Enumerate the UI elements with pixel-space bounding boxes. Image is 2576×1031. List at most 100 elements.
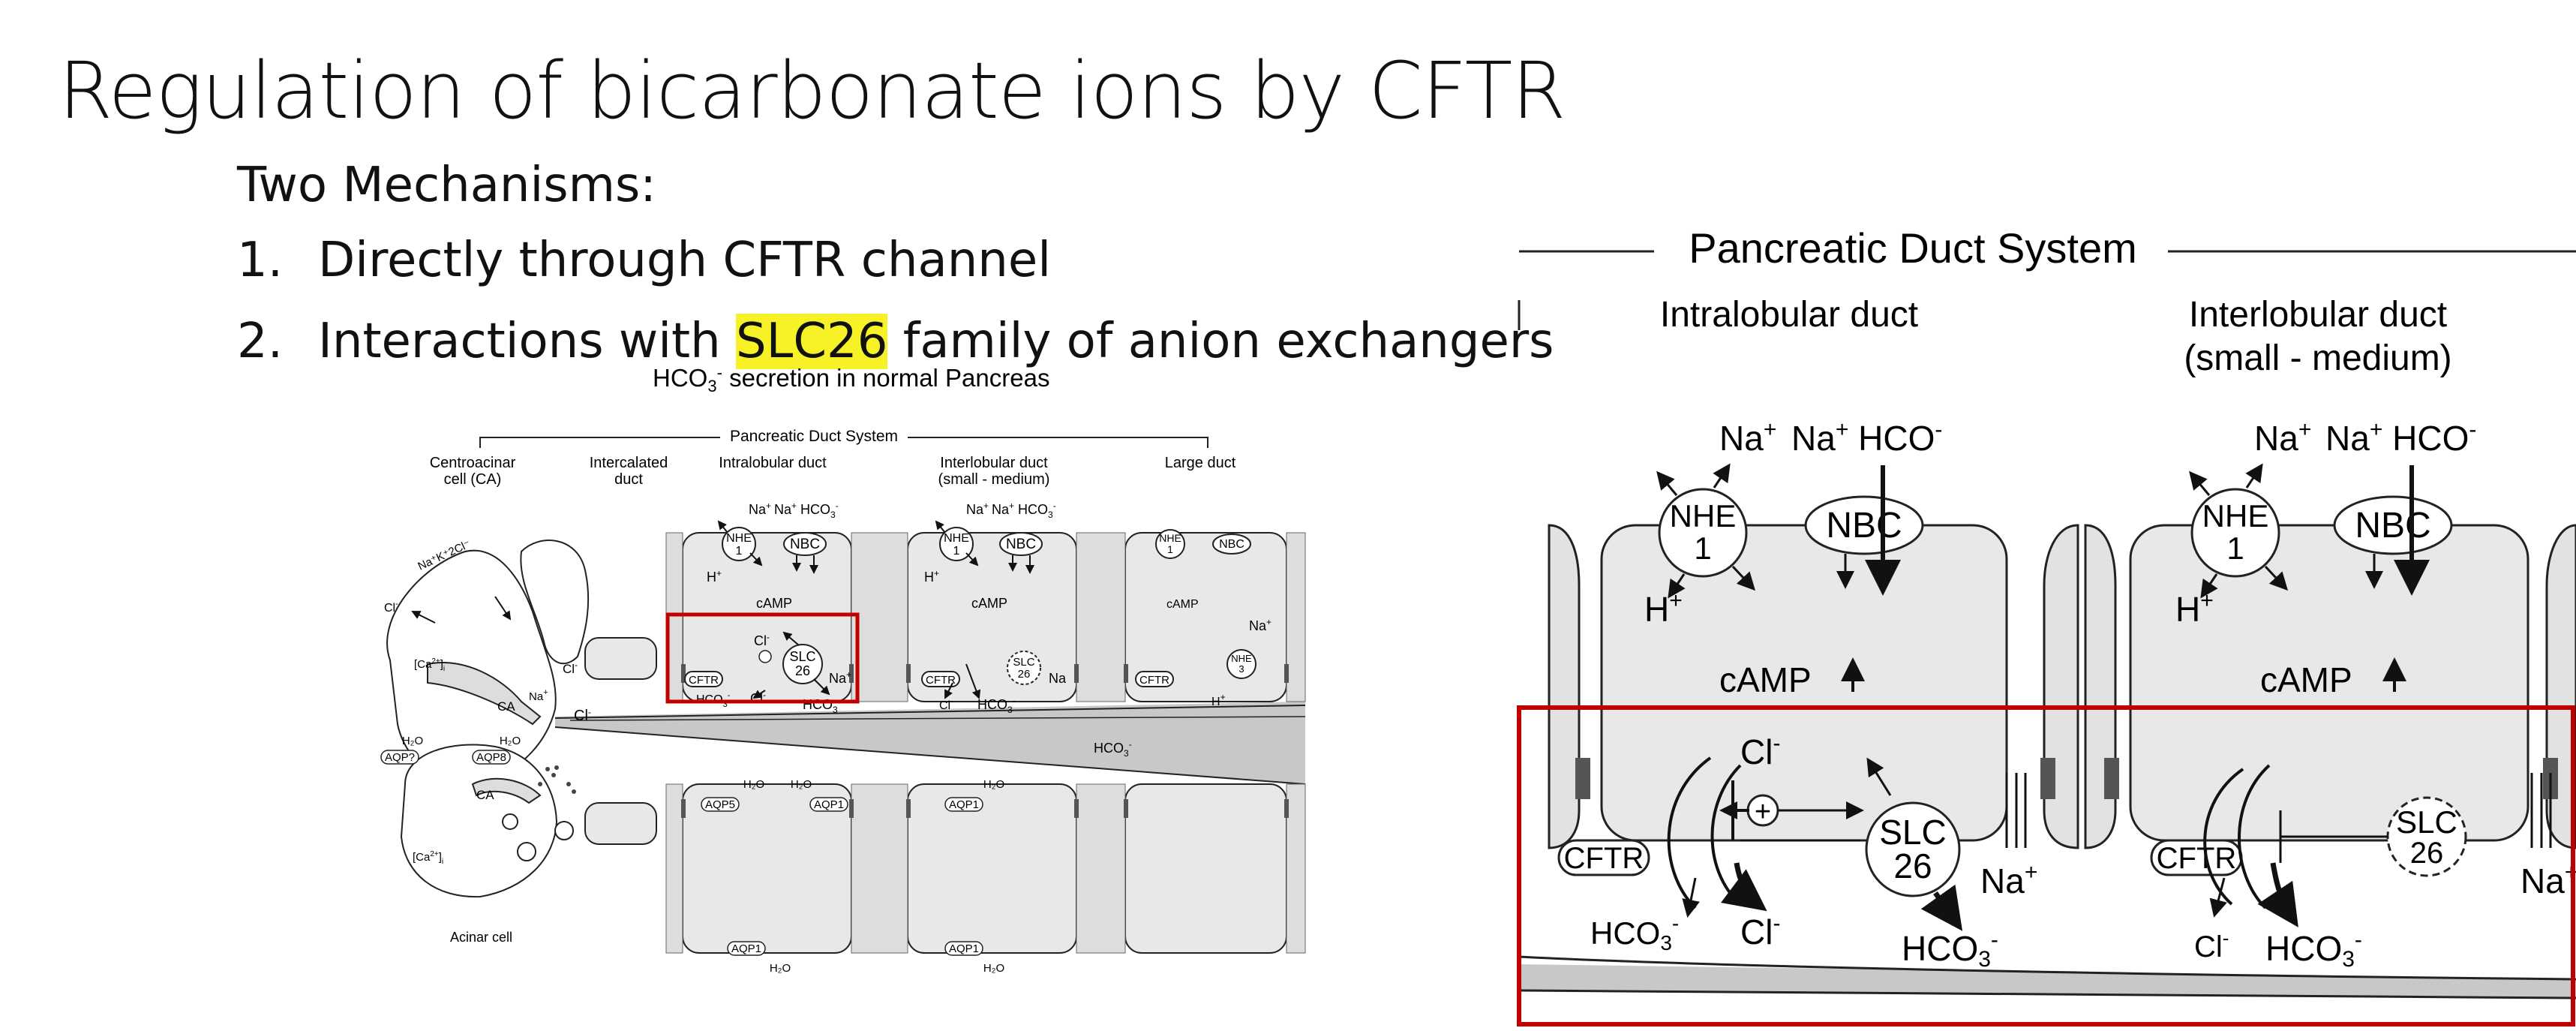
large-cl-2: Cl- — [1740, 911, 1780, 951]
small-h-3: H+ — [1211, 692, 1226, 708]
col-large-duct: Large duct — [1165, 455, 1236, 471]
small-diagram: HCO3- secretion in normal Pancreas Pancr… — [380, 364, 1306, 975]
large-zoom-box — [1517, 705, 2575, 1026]
small-na-2: Na+ — [966, 500, 989, 517]
small-h2o-7: H₂O — [983, 962, 1004, 975]
col-intralobular: Intralobular duct — [719, 455, 827, 471]
col-centroacinar: Centroacinar — [430, 455, 516, 471]
small-aqp1-a: AQP1 — [814, 798, 844, 811]
small-h2o-5: H₂O — [983, 778, 1004, 791]
large-plus-icon: + — [1755, 796, 1771, 828]
large-camp-1: cAMP — [1719, 660, 1812, 699]
small-aqp1-c: AQP1 — [731, 942, 761, 955]
small-na-1: Na+ — [749, 500, 771, 517]
large-cl-3: Cl- — [2194, 927, 2229, 963]
small-nhe-1: NHE — [726, 532, 752, 545]
small-nhe-2-num: 1 — [953, 545, 960, 558]
large-slc-2: SLC — [2396, 804, 2457, 840]
small-caption: HCO3- secretion in normal Pancreas — [653, 364, 1049, 395]
small-na-6: Na+ — [529, 688, 548, 703]
small-ca-label-1: CA — [497, 699, 515, 714]
large-cell-2 — [2129, 524, 2529, 842]
large-nbc-2: NBC — [2355, 506, 2430, 546]
small-h2o-4: H₂O — [791, 778, 812, 791]
large-na-3: Na+ — [1980, 860, 2037, 900]
large-slc-1-num: 26 — [1893, 846, 1932, 885]
small-h2o-1: H₂O — [402, 735, 423, 747]
large-nhe-2: NHE — [2202, 498, 2269, 534]
small-ca-1: [Ca2+]i — [414, 657, 445, 673]
small-cl-3: Cl- — [939, 697, 953, 712]
large-hco3-3: HCO3- — [2265, 927, 2362, 972]
large-na-hco3-2: Na+ HCO- — [2325, 417, 2476, 458]
small-nhe-3: NHE — [1159, 532, 1181, 544]
large-slc-2-num: 26 — [2410, 837, 2444, 870]
small-nbc-1: NBC — [790, 537, 820, 552]
small-h2o-3: H₂O — [743, 778, 764, 791]
small-cftr-1: CFTR — [689, 674, 719, 687]
large-camp-2: cAMP — [2260, 660, 2352, 699]
list-text-post: family of anion exchangers — [887, 314, 1554, 369]
large-h-2: H+ — [2175, 588, 2214, 629]
small-camp-3: cAMP — [1166, 598, 1199, 611]
small-hco3-d: HCO3- — [1094, 739, 1132, 759]
small-cl-1: Cl- — [754, 632, 770, 648]
large-nhe-1-num: 1 — [1694, 531, 1711, 566]
small-camp-2: cAMP — [971, 596, 1007, 611]
small-nbc-2: NBC — [1006, 537, 1036, 552]
large-na-4: Na+ — [2520, 860, 2576, 900]
large-cftr-1: CFTR — [1564, 842, 1644, 875]
small-cftr-2: CFTR — [926, 674, 956, 687]
large-nhe-1: NHE — [1670, 498, 1737, 534]
small-nbc-3: NBC — [1219, 538, 1244, 551]
subtitle: Two Mechanisms: — [237, 158, 656, 213]
large-cl-1: Cl- — [1740, 731, 1780, 771]
small-acinar-label: Acinar cell — [450, 930, 512, 945]
large-na-hco3-1: Na+ HCO- — [1791, 417, 1942, 458]
small-ca-2: [Ca2+]i — [413, 850, 443, 866]
large-col-intralobular: Intralobular duct — [1660, 295, 1918, 335]
col-interlobular: Interlobular duct — [940, 455, 1048, 471]
slide-title: Regulation of bicarbonate ions by CFTR — [59, 45, 1566, 137]
small-slc-1-num: 26 — [795, 663, 810, 678]
small-slc-2: SLC — [1013, 656, 1034, 669]
small-h2o-2: H₂O — [500, 735, 521, 747]
large-slc-1: SLC — [1879, 813, 1946, 852]
small-nhe-1-num: 1 — [736, 545, 743, 558]
small-cl-5: Cl- — [574, 707, 591, 724]
small-aqp1-d: AQP1 — [949, 942, 979, 955]
small-zoom-box — [665, 612, 860, 704]
small-aqp5: AQP5 — [705, 798, 735, 811]
large-diagram: Pancreatic Duct System Intralobular duct… — [1517, 225, 2576, 1026]
highlight-slc26: SLC26 — [736, 314, 888, 369]
small-cl-6: Cl- — [384, 600, 398, 615]
large-system-title: Pancreatic Duct System — [1689, 225, 2137, 272]
small-cftr-3: CFTR — [1139, 674, 1169, 687]
small-na-3: Na+ — [1249, 617, 1271, 633]
list-item-2: 2. Interactions with SLC26 family of anio… — [237, 314, 1554, 369]
col-intercalated-2: duct — [614, 471, 643, 488]
list-number: 2. — [237, 314, 284, 369]
small-ca-label-2: CA — [476, 788, 494, 802]
small-h2o-6: H₂O — [770, 962, 791, 975]
small-na-hco3-1: Na+ HCO3- — [774, 500, 839, 520]
large-hco3-1: HCO3- — [1590, 912, 1679, 954]
small-slc-1: SLC — [789, 649, 815, 664]
small-aqp1-b: AQP1 — [949, 798, 979, 811]
small-aqp8: AQP8 — [476, 751, 506, 764]
list-text-pre: Interactions with — [318, 314, 737, 369]
large-na-1: Na+ — [1719, 417, 1776, 458]
small-na-hco3-2: Na+ HCO3- — [992, 500, 1056, 520]
col-interlobular-2: (small - medium) — [938, 471, 1050, 488]
small-aqp-q: AQP? — [385, 751, 415, 764]
small-na-4: Na+ — [829, 669, 851, 686]
small-nhe-3b: NHE — [1231, 653, 1252, 664]
large-hco3-2: HCO3- — [1902, 927, 1998, 972]
small-slc-2-num: 26 — [1018, 668, 1031, 681]
list-number: 1. — [237, 233, 284, 288]
small-h-1: H+ — [707, 568, 722, 585]
large-na-2: Na+ — [2254, 417, 2311, 458]
list-item-1: 1. Directly through CFTR channel — [237, 233, 1051, 288]
list-text: Directly through CFTR channel — [318, 233, 1051, 288]
small-nhe-3b-num: 3 — [1238, 663, 1244, 675]
